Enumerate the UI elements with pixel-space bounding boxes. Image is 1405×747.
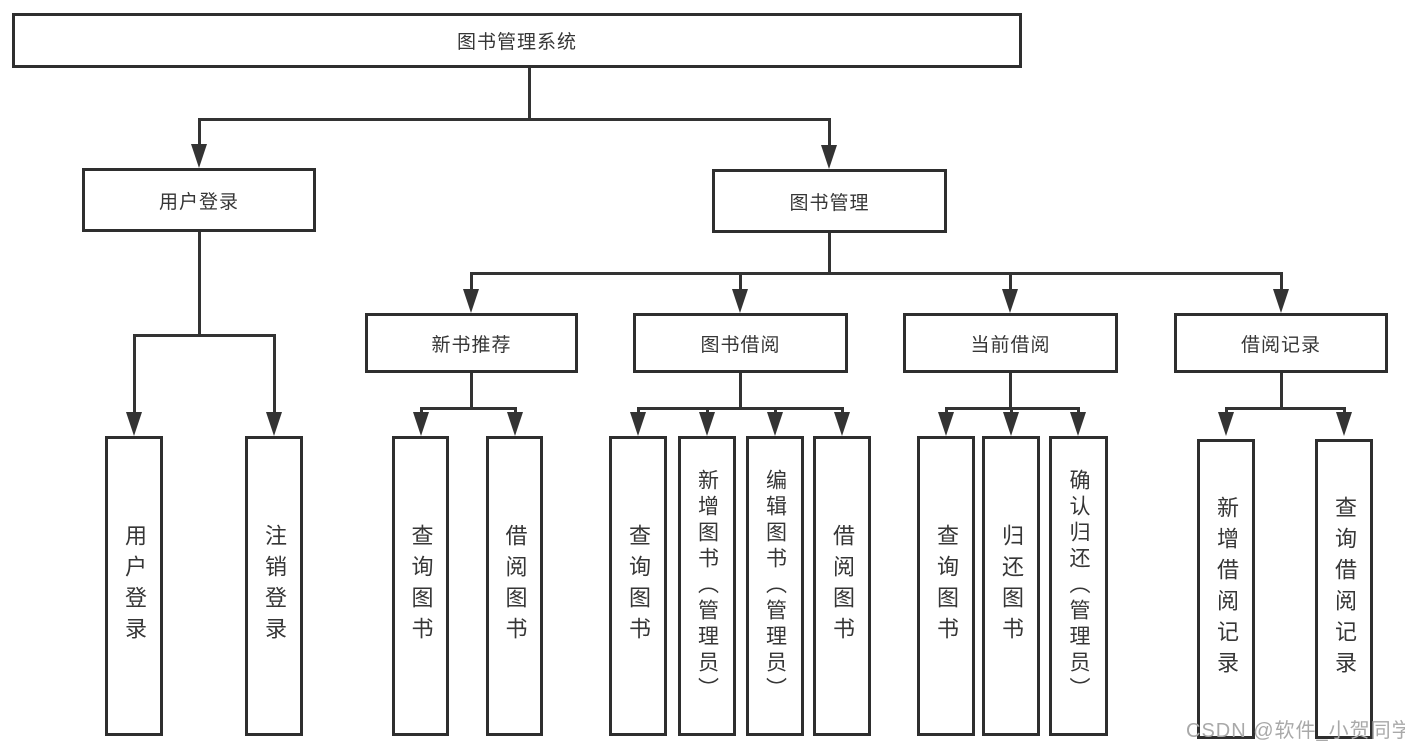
connector-line: [828, 118, 831, 146]
connector-line: [514, 407, 517, 416]
connector-line: [1009, 373, 1012, 410]
node-bb-edit-books-admin: 编辑图书（管理员）: [746, 436, 804, 736]
arrow-down-icon: [1218, 412, 1234, 436]
connector-line: [1225, 407, 1228, 416]
node-br-query-record: 查询借阅记录: [1315, 439, 1373, 739]
connector-line: [637, 407, 640, 416]
connector-line: [198, 232, 201, 336]
node-user-login: 用户登录: [82, 168, 316, 232]
arrow-down-icon: [834, 412, 850, 436]
connector-line: [1009, 272, 1012, 292]
connector-line: [739, 272, 742, 292]
arrow-down-icon: [1273, 289, 1289, 313]
connector-line: [470, 272, 473, 292]
arrow-down-icon: [1070, 412, 1086, 436]
arrow-down-icon: [1336, 412, 1352, 436]
connector-line: [528, 68, 531, 120]
connector-line: [1010, 407, 1013, 416]
connector-line: [945, 407, 948, 416]
node-cb-query-books: 查询图书: [917, 436, 975, 736]
node-cb-return-books: 归还图书: [982, 436, 1040, 736]
connector-line: [470, 373, 473, 410]
connector-line: [637, 407, 843, 410]
arrow-down-icon: [1003, 412, 1019, 436]
node-br-add-record: 新增借阅记录: [1197, 439, 1255, 739]
connector-line: [133, 334, 136, 414]
connector-line: [1077, 407, 1080, 416]
node-book-borrow: 图书借阅: [633, 313, 848, 373]
arrow-down-icon: [767, 412, 783, 436]
node-book-mgmt: 图书管理: [712, 169, 947, 233]
csdn-watermark: CSDN @软件_小贺同学: [1186, 720, 1405, 742]
node-user-login-action: 用户登录: [105, 436, 163, 736]
connector-line: [133, 334, 275, 337]
arrow-down-icon: [699, 412, 715, 436]
arrow-down-icon: [1002, 289, 1018, 313]
node-borrow-records: 借阅记录: [1174, 313, 1388, 373]
node-nbr-borrow-books: 借阅图书: [486, 436, 543, 736]
arrow-down-icon: [507, 412, 523, 436]
arrow-down-icon: [938, 412, 954, 436]
node-bb-query-books: 查询图书: [609, 436, 667, 736]
arrow-down-icon: [463, 289, 479, 313]
node-current-borrow: 当前借阅: [903, 313, 1118, 373]
node-logout-action: 注销登录: [245, 436, 303, 736]
node-bb-borrow-books: 借阅图书: [813, 436, 871, 736]
arrow-down-icon: [821, 145, 837, 169]
arrow-down-icon: [191, 144, 207, 168]
connector-line: [420, 407, 423, 416]
connector-line: [1343, 407, 1346, 416]
connector-line: [1225, 407, 1345, 410]
connector-line: [198, 118, 201, 146]
connector-line: [420, 407, 516, 410]
connector-line: [1280, 373, 1283, 410]
connector-line: [774, 407, 777, 416]
connector-line: [1280, 272, 1283, 292]
connector-line: [739, 373, 742, 410]
arrow-down-icon: [413, 412, 429, 436]
node-new-book-rec: 新书推荐: [365, 313, 578, 373]
arrow-down-icon: [266, 412, 282, 436]
arrow-down-icon: [732, 289, 748, 313]
connector-line: [706, 407, 709, 416]
node-nbr-query-books: 查询图书: [392, 436, 449, 736]
connector-line: [273, 334, 276, 414]
node-root: 图书管理系统: [12, 13, 1022, 68]
node-cb-confirm-return-admin: 确认归还（管理员）: [1049, 436, 1108, 736]
node-bb-add-books-admin: 新增图书（管理员）: [678, 436, 736, 736]
connector-line: [841, 407, 844, 416]
arrow-down-icon: [126, 412, 142, 436]
connector-line: [198, 118, 831, 121]
arrow-down-icon: [630, 412, 646, 436]
connector-line: [828, 233, 831, 275]
connector-line: [470, 272, 1282, 275]
